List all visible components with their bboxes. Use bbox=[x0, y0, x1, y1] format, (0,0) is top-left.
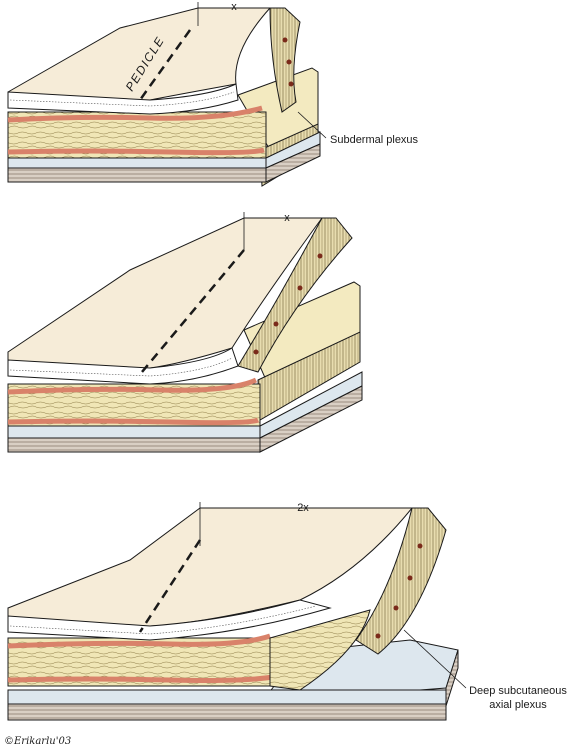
panel-3: 2x Deep subcutaneous axial plexus bbox=[7, 502, 567, 721]
panel-3-callout-label-line1: Deep subcutaneous bbox=[469, 685, 567, 697]
panel-3-dermis-edge bbox=[7, 599, 332, 641]
panel-3-dimension-label: 2x bbox=[297, 502, 309, 514]
panel-3-callout-label-line2: axial plexus bbox=[489, 699, 547, 711]
panel-3-flap-end bbox=[355, 507, 447, 655]
panel-1-dimension-label: x bbox=[231, 1, 237, 13]
panel-1-muscle-layer bbox=[7, 167, 267, 183]
panel-1: PEDICLE x Subdermal plexus bbox=[7, 1, 419, 187]
panel-2-flap-surface bbox=[7, 217, 323, 369]
panel-2-vessel-upper bbox=[7, 377, 258, 395]
panel-2-base-top bbox=[243, 281, 361, 381]
panel-3-pedicle-line bbox=[138, 539, 202, 633]
panel-1-vessel-lower bbox=[7, 147, 265, 156]
panel-1-fascia-layer bbox=[7, 157, 267, 169]
panel-1-callout-label: Subdermal plexus bbox=[330, 134, 419, 146]
panel-1-dermis-edge bbox=[7, 83, 239, 115]
panel-3-muscle-layer bbox=[7, 703, 447, 721]
panel-2-flap-end bbox=[237, 217, 353, 373]
panel-2-vessel-lower bbox=[7, 417, 260, 426]
artist-signature: ©Erikarlu'03 bbox=[4, 736, 71, 747]
panel-2: x bbox=[7, 212, 363, 453]
panel-3-flap-surface bbox=[7, 507, 414, 627]
panel-2-dimension-label: x bbox=[284, 212, 290, 224]
panel-1-vessel-upper bbox=[7, 105, 263, 123]
panel-3-callout-line bbox=[403, 629, 467, 689]
panel-1-callout-line bbox=[297, 111, 327, 139]
panel-2-pedicle-line bbox=[141, 249, 245, 373]
panel-2-fascia-layer bbox=[7, 425, 261, 439]
panel-3-vessel-upper bbox=[7, 633, 271, 649]
panel-3-vessel-lower bbox=[7, 673, 279, 683]
panel-2-muscle-layer bbox=[7, 437, 261, 453]
panel-3-fascia-layer bbox=[7, 689, 447, 705]
